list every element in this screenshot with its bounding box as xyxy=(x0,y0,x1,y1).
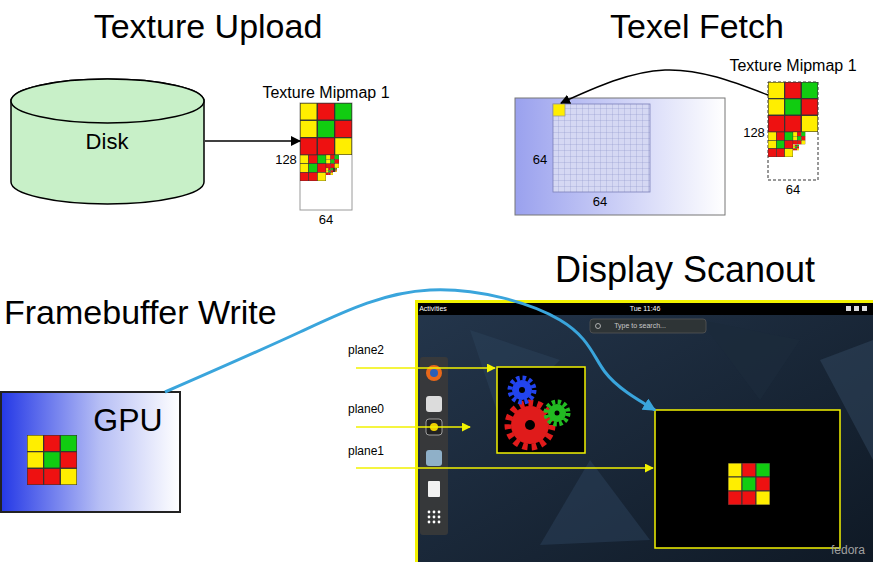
dimension-label: 64 xyxy=(786,183,800,198)
upload-arrow xyxy=(205,140,300,142)
plane-label: plane2 xyxy=(348,344,384,358)
app-icon xyxy=(426,450,442,466)
status-icon xyxy=(846,306,851,311)
section-heading: Framebuffer Write xyxy=(4,293,277,332)
document-icon xyxy=(428,481,440,497)
wallpaper-facet xyxy=(700,320,800,400)
overlay-window xyxy=(497,367,585,453)
mipmap-frame xyxy=(300,103,352,210)
dimension-label: 64 xyxy=(533,153,547,168)
clock-text: Tue 11:46 xyxy=(630,305,661,313)
gpu-panel xyxy=(1,392,180,512)
blue-gear-teeth xyxy=(510,378,534,402)
green-gear-teeth xyxy=(546,402,568,424)
mipmap-image xyxy=(768,82,818,180)
mip-level xyxy=(793,132,806,145)
app-grid-icon xyxy=(428,511,441,524)
mip-level xyxy=(768,82,818,132)
dimension-label: 128 xyxy=(743,126,765,141)
gpu-box: GPU xyxy=(0,392,180,512)
texel-grid xyxy=(553,104,650,192)
texel-grid-ground xyxy=(553,104,650,192)
node-label: GPU xyxy=(93,402,162,439)
cylinder-body xyxy=(11,79,204,204)
plane-arrow xyxy=(356,367,495,369)
gpu-box-shape xyxy=(1,392,180,512)
fetched-texel xyxy=(553,104,565,116)
disk-cylinder: Disk xyxy=(10,78,205,205)
scanned-cube xyxy=(728,463,770,505)
mip-level xyxy=(300,103,352,155)
gear-hole xyxy=(519,387,525,393)
texel-fetch-panel xyxy=(515,98,725,215)
shader-box xyxy=(515,98,725,215)
overlay-window xyxy=(655,410,840,548)
desktop-screenshot xyxy=(415,300,873,562)
desktop-background xyxy=(415,300,873,562)
plane-arrow xyxy=(356,467,653,469)
cylinder-top xyxy=(11,79,204,123)
section-heading: Texture Upload xyxy=(94,7,323,46)
mip-level xyxy=(326,168,333,175)
fetch-arrow xyxy=(561,70,768,103)
dimension-label: 64 xyxy=(319,213,333,228)
node-label: Disk xyxy=(86,129,129,154)
plane-label: plane1 xyxy=(348,445,384,459)
dimension-label: 64 xyxy=(593,195,607,210)
gear-hole xyxy=(555,411,560,416)
texel-fetch-box: 64 64 xyxy=(515,98,725,215)
mip-level xyxy=(326,155,339,168)
plane-arrow xyxy=(356,426,470,428)
top-bar-text: Activities xyxy=(419,305,447,313)
screen-border xyxy=(417,302,873,562)
display-screen: Activities Tue 11:46Type to search... fedo… xyxy=(415,300,873,562)
mipmap-heading: Texture Mipmap 1 xyxy=(729,57,856,75)
search-placeholder: Type to search... xyxy=(614,322,666,330)
texture-mipmap: Texture Mipmap 1 xyxy=(300,103,352,210)
status-icon xyxy=(854,306,859,311)
app-icon xyxy=(426,396,442,412)
mip-level xyxy=(768,132,793,157)
mipmap-frame xyxy=(768,82,818,180)
mipmap-heading: Texture Mipmap 1 xyxy=(262,84,389,102)
plane-label: plane0 xyxy=(348,403,384,417)
section-heading: Display Scanout xyxy=(555,249,815,290)
browser-icon-center xyxy=(430,369,438,377)
gear-hole xyxy=(525,420,535,430)
texture-mipmap: Texture Mipmap 1 xyxy=(768,82,818,180)
mip-level xyxy=(333,168,337,172)
watermark: fedora xyxy=(831,544,865,558)
dimension-label: 128 xyxy=(275,153,297,168)
mip-level xyxy=(300,155,326,181)
top-bar xyxy=(417,303,873,315)
search-icon xyxy=(596,324,601,329)
rendered-cube xyxy=(27,435,77,485)
section-heading: Texel Fetch xyxy=(610,7,784,46)
dash-panel xyxy=(420,357,448,535)
status-icon xyxy=(862,306,867,311)
wallpaper-facet xyxy=(540,460,650,545)
mip-level xyxy=(793,145,799,151)
mipmap-image xyxy=(300,103,352,210)
search-box xyxy=(590,319,706,333)
